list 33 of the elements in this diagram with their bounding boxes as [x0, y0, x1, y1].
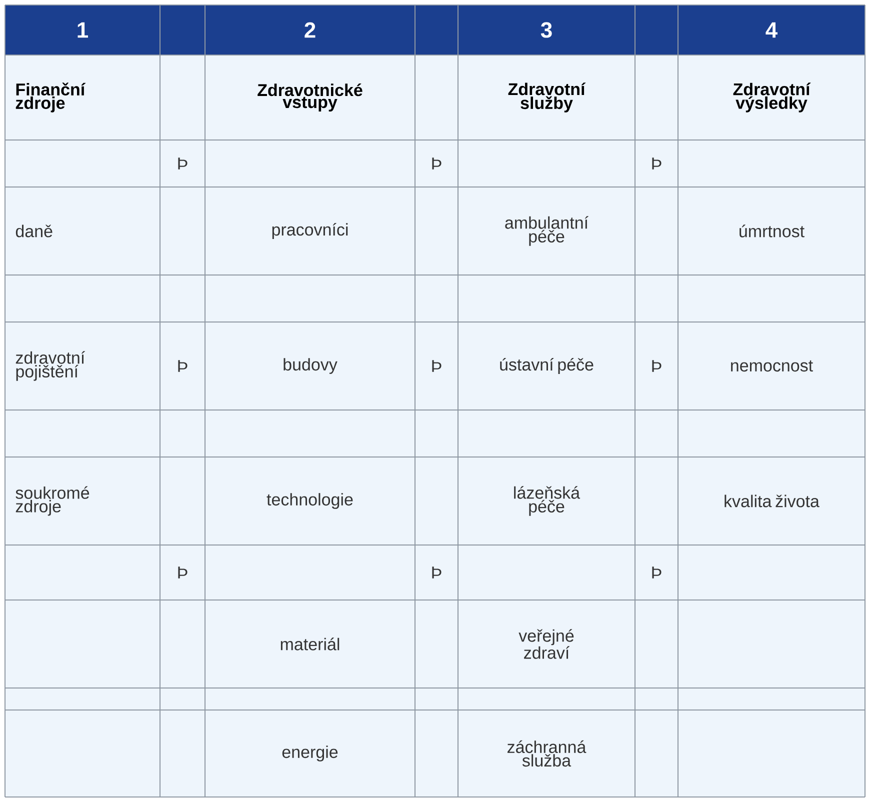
arrow-glyph: Þ	[178, 360, 188, 372]
arrow-glyph: Þ	[652, 360, 662, 372]
arrow-glyph: Þ	[178, 566, 188, 578]
column-number: 3	[540, 22, 552, 38]
column-heading: Zdravotnické vstupy	[258, 84, 362, 112]
column-heading: Zdravotní výsledky	[733, 82, 811, 112]
cell-text: pracovníci	[272, 222, 348, 240]
cell-text: soukromé zdroje	[16, 486, 90, 516]
column-heading: Zdravotní služby	[508, 82, 586, 112]
cell-text: lázeňská péče	[514, 486, 580, 516]
arrow-glyph: Þ	[432, 158, 442, 170]
cell-text: energie	[282, 746, 338, 762]
cell-text: úmrtnost	[740, 224, 804, 238]
cell-text: technologie	[266, 493, 353, 509]
cell-text: záchranná služba	[508, 740, 586, 767]
cell-text: ambulantní péče	[505, 216, 588, 246]
column-number: 2	[304, 22, 316, 38]
cell-text: zdravotní pojištění	[16, 351, 86, 381]
arrow-glyph: Þ	[652, 158, 662, 170]
cell-text: kvalita života	[724, 494, 820, 508]
cell-text: veřejné zdraví	[518, 629, 574, 659]
cell-text: budovy	[284, 358, 338, 374]
arrow-glyph: Þ	[432, 566, 442, 578]
cell-text: ústavní péče	[500, 358, 594, 374]
arrow-glyph: Þ	[652, 566, 662, 578]
arrow-glyph: Þ	[432, 360, 442, 372]
cell-text: nemocnost	[731, 360, 813, 372]
cell-text: daně	[16, 224, 52, 238]
cell-text: materiál	[280, 638, 340, 650]
column-number: 1	[78, 22, 88, 38]
column-heading: Finanční zdroje	[16, 82, 86, 112]
arrow-glyph: Þ	[178, 158, 188, 170]
column-number: 4	[766, 22, 778, 38]
